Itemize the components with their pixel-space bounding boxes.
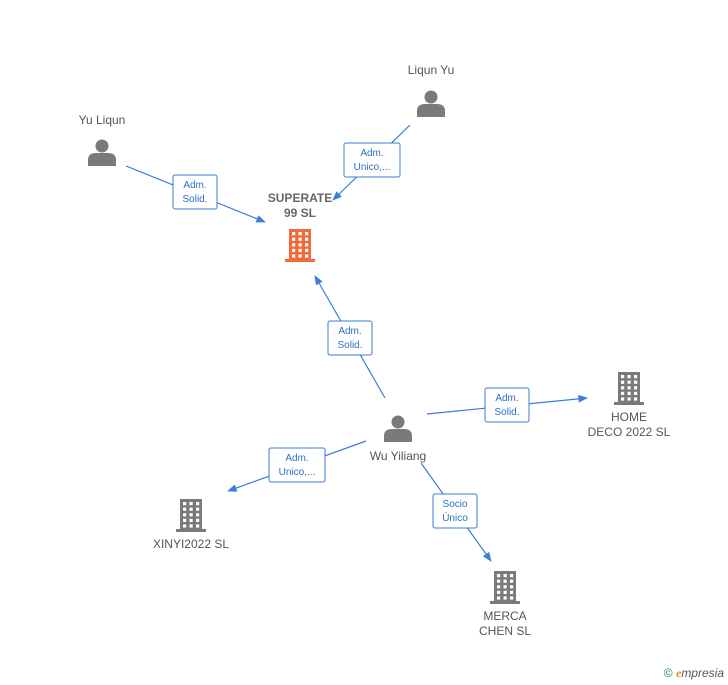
- edge-label-text: Adm.: [495, 393, 518, 404]
- edge-label-liqun-yu-to-superate[interactable]: Adm. Unico,...: [343, 142, 401, 178]
- edge-label-text: Adm.: [338, 326, 361, 337]
- node-label: Liqun Yu: [408, 63, 455, 77]
- person-icon: [384, 415, 412, 442]
- node-label: CHEN SL: [479, 624, 531, 638]
- edge-label-text: Adm.: [360, 148, 383, 159]
- building-icon: [614, 372, 644, 405]
- brand-e: e: [675, 666, 682, 680]
- node-label: HOME: [611, 410, 647, 424]
- edge-label-text: Solid.: [182, 194, 207, 205]
- building-icon: [490, 571, 520, 604]
- copyright-icon: ©: [663, 666, 673, 680]
- node-liqun-yu[interactable]: Liqun Yu: [408, 63, 455, 117]
- edge-label-text: Único: [442, 511, 468, 524]
- brand-name: mpresia: [681, 666, 724, 680]
- edge-label-wu-yiliang-to-xinyi[interactable]: Adm. Unico,...: [268, 447, 326, 483]
- edge-label-wu-yiliang-to-superate[interactable]: Adm. Solid.: [327, 320, 373, 356]
- building-icon: [285, 229, 315, 262]
- edge-label-text: Solid.: [494, 407, 519, 418]
- node-wu-yiliang[interactable]: Wu Yiliang: [370, 415, 426, 464]
- node-label: DECO 2022 SL: [588, 425, 671, 439]
- edge-label-text: Solid.: [337, 340, 362, 351]
- node-label: MERCA: [483, 609, 526, 623]
- node-label: 99 SL: [284, 206, 316, 220]
- empresia-logo: © empresia: [664, 666, 724, 681]
- person-icon: [417, 90, 445, 117]
- edge-label-text: Unico,...: [354, 162, 391, 173]
- node-xinyi[interactable]: XINYI2022 SL: [153, 499, 229, 551]
- edge-label-text: Socio: [442, 499, 467, 510]
- edge-label-text: Adm.: [285, 453, 308, 464]
- node-label: SUPERATE: [268, 191, 332, 205]
- edge-label-yu-liqun-to-superate[interactable]: Adm. Solid.: [172, 174, 218, 210]
- node-label: XINYI2022 SL: [153, 537, 229, 551]
- building-icon: [176, 499, 206, 532]
- edge-label-text: Unico,...: [279, 467, 316, 478]
- edge-label-wu-yiliang-to-home-deco[interactable]: Adm. Solid.: [484, 387, 530, 423]
- edge-label-text: Adm.: [183, 180, 206, 191]
- node-label: Wu Yiliang: [370, 449, 426, 463]
- node-label: Yu Liqun: [79, 113, 126, 127]
- person-icon: [88, 139, 116, 166]
- node-yu-liqun[interactable]: Yu Liqun: [79, 113, 126, 166]
